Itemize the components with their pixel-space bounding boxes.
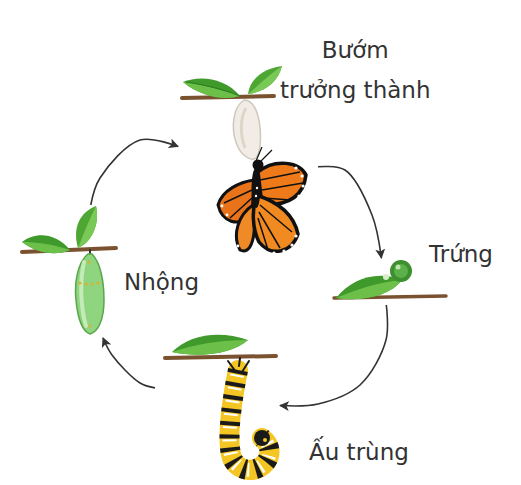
caterpillar-illustration-part <box>230 370 270 470</box>
pupa-illustration-part <box>22 242 70 253</box>
caterpillar-illustration-part <box>165 356 276 358</box>
cycle-arrow <box>91 139 178 205</box>
pupa-illustration-part <box>76 254 105 334</box>
cycle-arrow <box>103 338 155 388</box>
butterfly-illustration-part <box>183 79 240 98</box>
egg-illustration-part <box>394 264 408 278</box>
pupa-illustration-part-part <box>88 261 91 264</box>
pupa-illustration-part <box>22 235 70 253</box>
egg-illustration-part <box>336 276 402 300</box>
pupa-illustration-part <box>78 261 99 328</box>
butterfly-illustration-part-part <box>294 234 297 237</box>
butterfly-illustration-part <box>256 187 258 189</box>
butterfly-illustration-part-part <box>272 251 275 254</box>
pupa-illustration-part-part <box>90 282 93 285</box>
egg-illustration-part <box>336 280 402 299</box>
butterfly-illustration-part <box>248 66 282 94</box>
stage-label: Nhộng <box>120 266 203 298</box>
butterfly-illustration-part <box>252 168 261 208</box>
butterfly-illustration-part <box>224 172 303 250</box>
butterfly-illustration-part-part <box>237 245 240 248</box>
caterpillar-illustration-part <box>172 340 248 355</box>
butterfly-illustration-part-part <box>290 201 293 204</box>
life-stage: Ấu trùng <box>155 338 280 478</box>
caterpillar-illustration-part <box>263 438 267 442</box>
label-line: Ấu trùng <box>309 436 409 468</box>
butterfly-illustration-part <box>255 195 257 197</box>
stage-label: Ấu trùng <box>305 436 413 468</box>
pupa-illustration-part <box>81 262 86 326</box>
butterfly-illustration-part <box>233 100 260 159</box>
pupa-illustration-part <box>76 206 97 248</box>
butterfly-illustration-part <box>186 82 240 96</box>
cycle-arrow <box>280 305 388 406</box>
butterfly-illustration-part-part <box>297 194 300 197</box>
butterfly-illustration-part <box>183 82 240 98</box>
life-stage: Nhộng <box>18 205 118 338</box>
butterfly-illustration-part-part <box>221 205 224 208</box>
stage-label: Trứng <box>425 238 497 270</box>
butterfly-illustration-part-part <box>301 184 304 187</box>
label-line: Nhộng <box>124 266 199 298</box>
caterpillar-illustration <box>165 335 276 470</box>
egg-illustration-part <box>383 274 389 280</box>
butterfly-illustration-part-part <box>300 174 303 177</box>
butterfly-illustration-part-part <box>290 243 293 246</box>
pupa-illustration-part-part <box>89 325 92 328</box>
caterpillar-illustration-part <box>230 370 270 470</box>
caterpillar-illustration-part <box>230 370 270 470</box>
egg-illustration-part <box>390 260 412 282</box>
butterfly-illustration-part-part <box>282 249 285 252</box>
stage-label: Bướm trưởng thành <box>276 30 434 110</box>
life-stage: Trứng <box>328 258 445 305</box>
pupa-illustration <box>22 206 116 334</box>
pupa-illustration-part <box>78 206 97 248</box>
butterfly-illustration-part <box>256 147 272 162</box>
pupa-illustration-part-part <box>84 282 87 285</box>
butterfly-illustration-part <box>248 66 282 94</box>
life-stage: Bướm trưởng thành <box>178 55 318 262</box>
caterpillar-illustration-part <box>172 335 248 355</box>
egg-illustration-part <box>396 265 401 270</box>
butterfly-illustration-part <box>253 160 264 171</box>
butterfly-illustration-part <box>241 108 246 148</box>
caterpillar-illustration-part <box>254 430 270 446</box>
butterfly-illustration-part <box>221 166 305 254</box>
label-line: Trứng <box>429 238 493 270</box>
butterfly-illustration-part-part <box>226 214 229 217</box>
label-line: trưởng thành <box>280 70 430 110</box>
label-line: Bướm <box>280 30 430 70</box>
cycle-arrow <box>318 166 381 258</box>
butterfly-illustration-part-part <box>294 166 297 169</box>
pupa-illustration-part-part <box>78 281 81 284</box>
pupa-illustration-part-part <box>96 281 99 284</box>
caterpillar-illustration-part <box>228 358 249 372</box>
